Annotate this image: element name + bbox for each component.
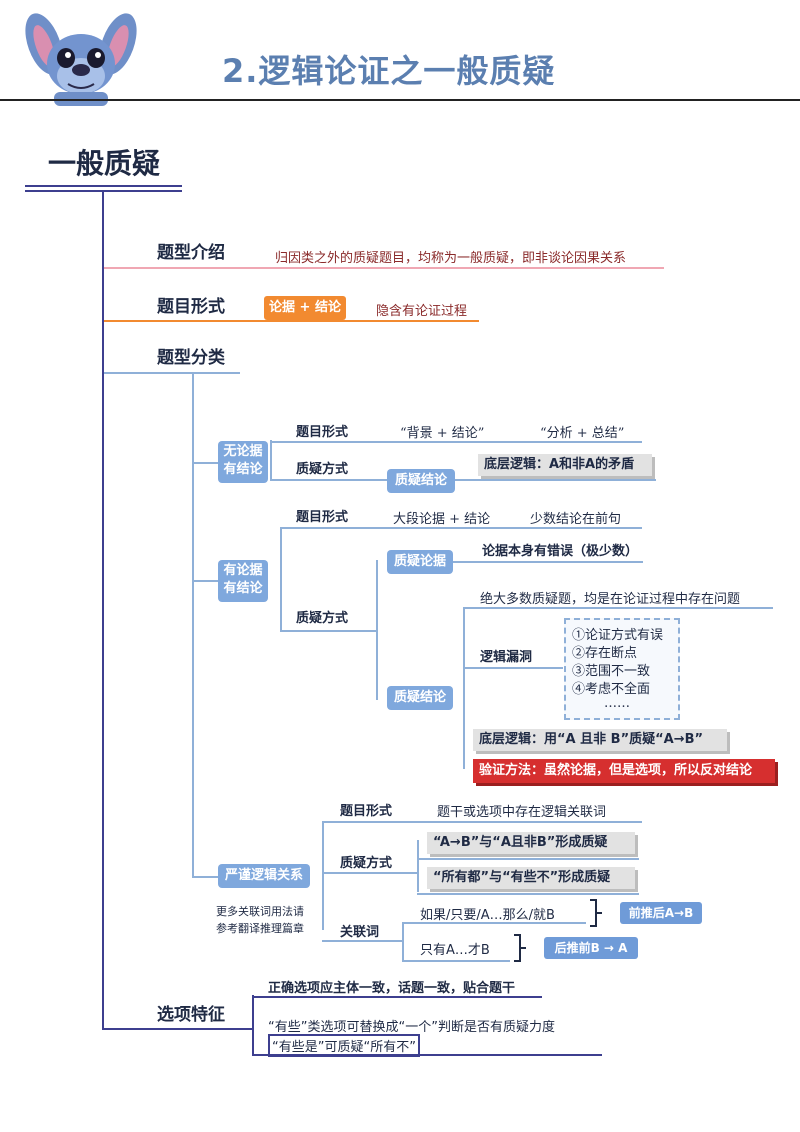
- cat2-form-label: 题目形式: [296, 510, 349, 525]
- cat3-vertical: [322, 822, 324, 930]
- section-classify-label: 题型分类: [157, 348, 225, 368]
- cat2-q-con-text: 绝大多数质疑题，均是在论证过程中存在问题: [480, 592, 741, 607]
- cat1-connector: [194, 462, 218, 464]
- section-intro-label: 题型介绍: [157, 243, 225, 263]
- flaw-item: ④考虑不全面: [572, 682, 651, 697]
- cat3-note-line2: 参考翻译推理篇章: [216, 922, 304, 935]
- flaw-item: ①论证方式有误: [572, 628, 664, 643]
- classify-branch-vertical: [192, 374, 194, 876]
- cat1-form-label: 题目形式: [296, 425, 349, 440]
- cat3-conj-a-tag: 前推后A→B: [620, 902, 702, 924]
- cat1-form-underline: [270, 441, 642, 443]
- cat3-method-b-underline: [417, 893, 639, 895]
- conj-b-bracket-icon: [514, 934, 526, 962]
- cat3-conj-b-tag: 后推前B → A: [544, 937, 638, 959]
- cat1-method-tag: 质疑结论: [387, 469, 455, 493]
- cat3-conj-label: 关联词: [340, 925, 380, 940]
- options-bottom-underline: [252, 1054, 602, 1056]
- classify-underline: [104, 372, 240, 374]
- cat1-form-b: “分析 + 总结”: [540, 426, 625, 441]
- cat3-conj-b-underline: [402, 960, 510, 962]
- cat1-method-underline: [270, 479, 656, 481]
- form-text: 隐含有论证过程: [376, 304, 468, 319]
- cat1-logic: 底层逻辑：A和非A的矛盾: [478, 454, 652, 476]
- cat3-connector: [192, 876, 218, 878]
- main-heading: 一般质疑: [48, 147, 161, 180]
- flaw-item: ③范围不一致: [572, 664, 651, 679]
- cat2-q-arg-underline: [453, 561, 643, 563]
- cat2-q-arg-text: 论据本身有错误（极少数）: [482, 544, 639, 559]
- cat3-note-line1: 更多关联词用法请: [216, 905, 304, 918]
- cat2-q-con-underline: [463, 607, 773, 609]
- heading-underline: [25, 185, 182, 187]
- options-vertical: [252, 995, 254, 1055]
- cat2-label: 有论据 有结论: [218, 560, 268, 602]
- cat2-vertical: [280, 528, 282, 630]
- cat2-verify: 验证方法：虽然论据，但是选项，所以反对结论: [473, 759, 775, 783]
- cat3-method-vertical: [417, 840, 419, 892]
- cat2-q-con-tag: 质疑结论: [387, 686, 453, 710]
- cat3-form-text: 题干或选项中存在逻辑关联词: [437, 805, 607, 820]
- options-line1-underline: [252, 996, 542, 998]
- options-line3: “有些是”可质疑“所有不”: [268, 1034, 420, 1057]
- cat1-method-label: 质疑方式: [296, 462, 349, 477]
- cat3-form-label: 题目形式: [340, 804, 393, 819]
- cat3-method-a-underline: [417, 858, 639, 860]
- cat3-conj-vertical: [402, 922, 404, 962]
- conj-a-bracket-icon: [590, 899, 602, 927]
- flaw-item: ……: [604, 696, 630, 711]
- cat2-form-a: 大段论据 + 结论: [393, 512, 491, 527]
- cat3-conj-a: 如果/只要/A…那么/就B: [420, 908, 555, 923]
- cat1-label: 无论据 有结论: [218, 441, 268, 483]
- cat3-method-underline: [322, 872, 418, 874]
- cat2-label-line1: 有论据: [223, 563, 263, 578]
- cat1-form-a: “背景 + 结论”: [400, 426, 485, 441]
- cat1-label-line2: 有结论: [223, 462, 263, 477]
- cat3-conj-underline: [322, 940, 402, 942]
- cat2-flaw-underline: [463, 667, 563, 669]
- options-line2: “有些”类选项可替换成“一个”判断是否有质疑力度: [268, 1020, 555, 1035]
- stitch-mascot-icon: [25, 13, 137, 106]
- intro-text: 归因类之外的质疑题目，均称为一般质疑，即非谈论因果关系: [275, 251, 627, 266]
- cat2-flaw-label: 逻辑漏洞: [480, 650, 533, 665]
- flaw-item: ②存在断点: [572, 646, 638, 661]
- form-tag: 论据 + 结论: [264, 296, 346, 320]
- cat2-connector: [194, 580, 218, 582]
- cat2-form-b: 少数结论在前句: [530, 512, 622, 527]
- section-form-label: 题目形式: [157, 297, 225, 317]
- cat2-form-underline: [280, 527, 642, 529]
- cat1-label-line1: 无论据: [223, 444, 263, 459]
- cat3-method-label: 质疑方式: [340, 856, 393, 871]
- cat3-form-underline: [322, 821, 642, 823]
- cat2-q-arg-tag: 质疑论据: [387, 550, 453, 574]
- options-line1: 正确选项应主体一致，话题一致，贴合题干: [268, 981, 516, 996]
- intro-underline: [104, 267, 664, 269]
- header-divider: [0, 99, 800, 101]
- cat2-q-con-vertical: [463, 607, 465, 769]
- page-title: 2.逻辑论证之一般质疑: [222, 52, 556, 90]
- cat2-method-vertical: [376, 560, 378, 700]
- form-underline: [104, 320, 479, 322]
- cat2-logic: 底层逻辑：用“A 且非 B”质疑“A→B”: [473, 729, 727, 751]
- cat2-method-underline: [280, 630, 376, 632]
- cat3-conj-a-underline: [402, 922, 586, 924]
- cat3-method-a: “A→B”与“A且非B”形成质疑: [427, 832, 635, 854]
- cat2-flaws-box: ①论证方式有误 ②存在断点 ③范围不一致 ④考虑不全面 ……: [564, 618, 680, 720]
- cat1-vertical: [270, 440, 272, 480]
- cat3-label: 严谨逻辑关系: [218, 864, 310, 888]
- cat3-method-b: “所有都”与“有些不”形成质疑: [427, 867, 635, 889]
- cat3-conj-b: 只有A…才B: [420, 943, 490, 958]
- section-options-label: 选项特征: [157, 1005, 225, 1025]
- options-underline: [102, 1028, 254, 1030]
- trunk-line: [102, 190, 104, 1030]
- cat2-label-line2: 有结论: [223, 581, 263, 596]
- cat2-method-label: 质疑方式: [296, 611, 349, 626]
